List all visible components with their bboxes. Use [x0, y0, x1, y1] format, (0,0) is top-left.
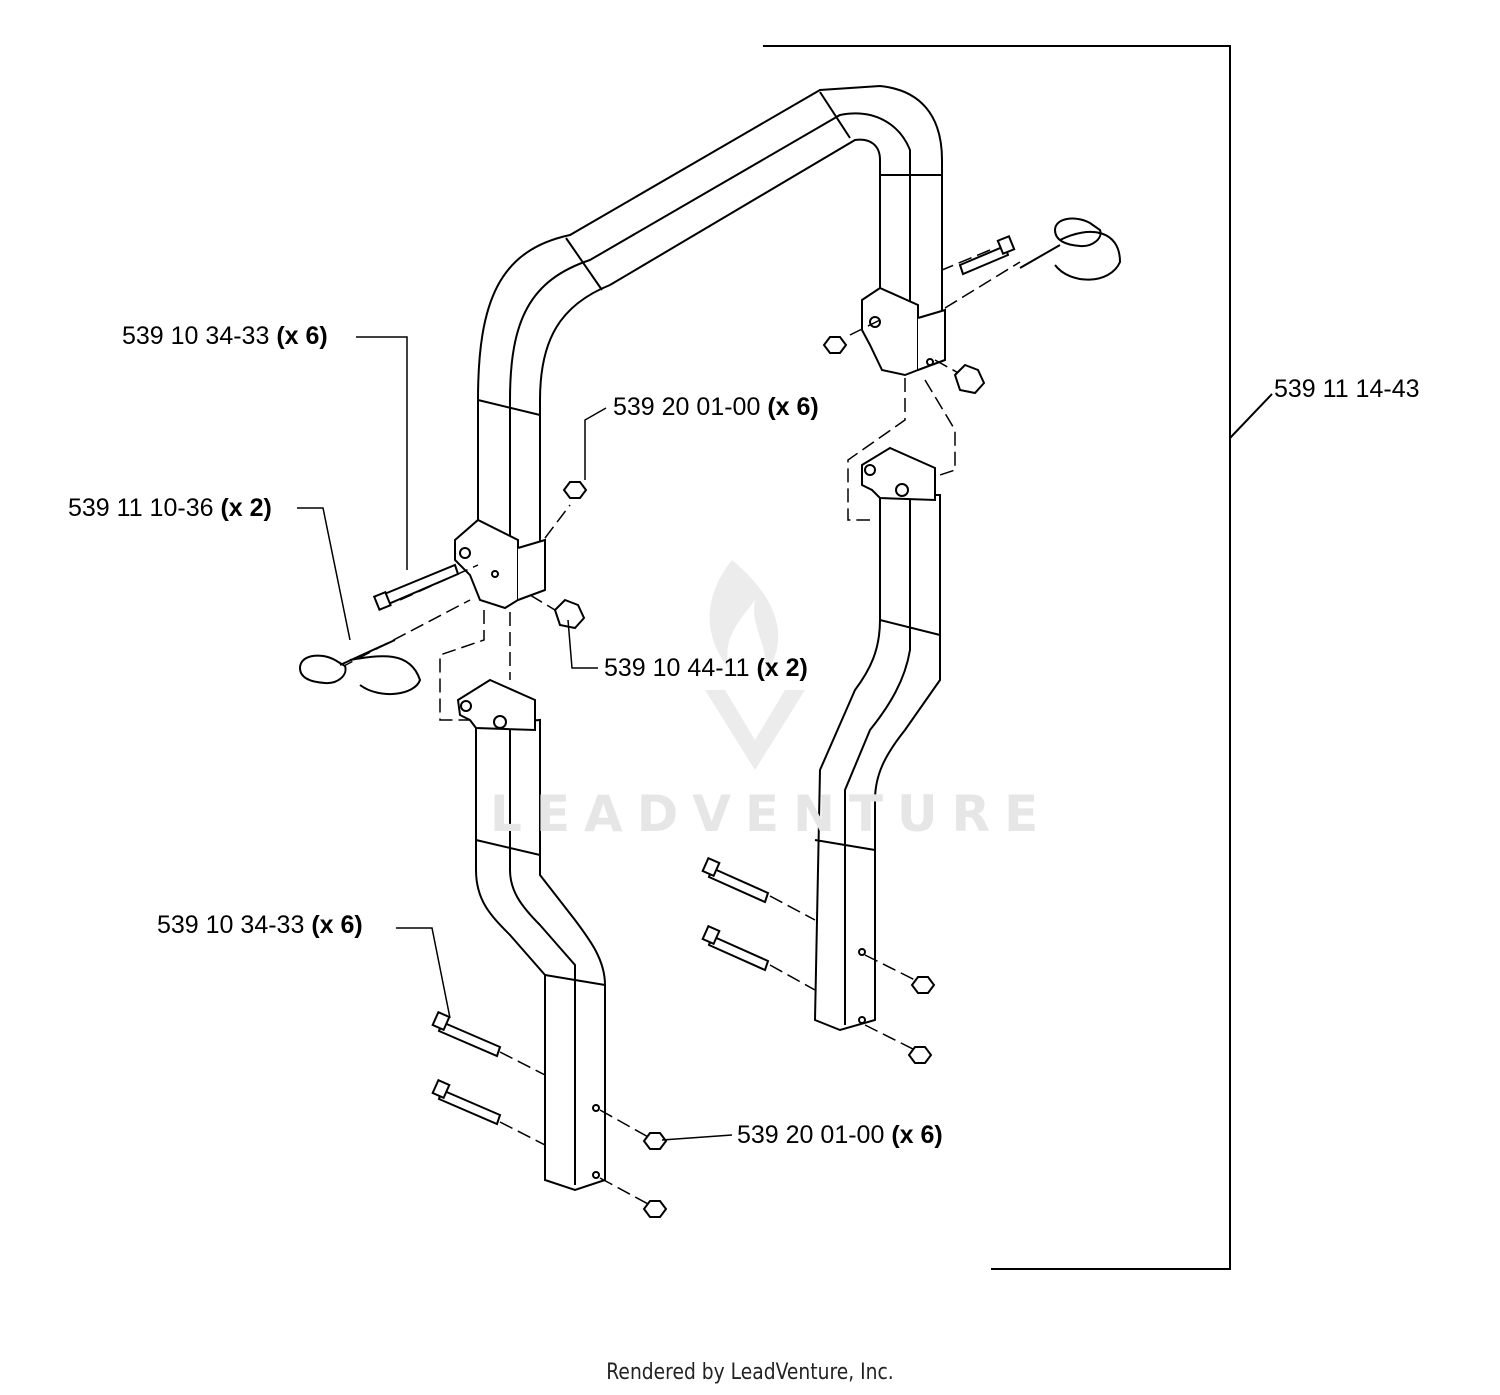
part-qty: (x 2) — [220, 494, 272, 522]
bolts — [372, 234, 1016, 1126]
bolt-head-icon — [431, 1010, 451, 1032]
nut-icon — [562, 481, 588, 499]
part-qty: (x 6) — [767, 393, 819, 421]
watermark-logo-icon — [705, 560, 805, 770]
nut-icon — [642, 1132, 668, 1150]
callout-bolt-lower[interactable]: 539 10 34-33 (x 6) — [157, 913, 363, 938]
nut-icon — [910, 976, 936, 994]
leader-lines — [297, 336, 733, 1141]
bolt-icon — [437, 1020, 502, 1058]
callout-bolt-upper[interactable]: 539 10 34-33 (x 6) — [122, 324, 328, 349]
hitch-pin-right-icon — [1019, 217, 1122, 281]
bolt-head-icon — [701, 924, 721, 946]
knob-icon — [553, 598, 586, 630]
hitch-pins — [298, 217, 1122, 696]
assembly-bracket — [763, 45, 1273, 1270]
nut-icon — [907, 1046, 933, 1064]
part-number: 539 10 34-33 — [157, 911, 305, 939]
bolt-icon — [437, 1088, 502, 1126]
callout-hitch-pin[interactable]: 539 11 10-36 (x 2) — [68, 496, 272, 521]
part-qty: (x 6) — [311, 911, 363, 939]
knob-icon — [953, 363, 986, 395]
part-qty: (x 6) — [276, 322, 328, 350]
right-leg — [813, 446, 941, 1032]
nuts — [562, 336, 936, 1218]
callout-assembly[interactable]: 539 11 14-43 — [1274, 377, 1420, 402]
bolt-icon — [707, 934, 770, 972]
nut-icon — [642, 1200, 668, 1218]
part-qty: (x 2) — [756, 654, 808, 682]
part-number: 539 20 01-00 — [613, 393, 761, 421]
part-qty: (x 6) — [891, 1121, 943, 1149]
part-number: 539 11 10-36 — [68, 494, 214, 522]
nut-icon — [822, 336, 848, 354]
part-number: 539 10 34-33 — [122, 322, 270, 350]
bolt-icon — [958, 244, 1010, 276]
callout-knob[interactable]: 539 10 44-11 (x 2) — [604, 656, 808, 681]
bolt-head-icon — [431, 1078, 451, 1100]
part-number: 539 11 14-43 — [1274, 375, 1420, 403]
watermark: LEADVENTURE — [490, 785, 1053, 843]
upper-roll-bar — [454, 84, 946, 610]
hitch-pin-left-icon — [298, 639, 422, 696]
bolt-head-icon — [701, 856, 721, 878]
bolt-head-icon — [996, 234, 1016, 256]
left-leg — [456, 678, 606, 1192]
part-number: 539 20 01-00 — [737, 1121, 885, 1149]
footer-credit: Rendered by LeadVenture, Inc. — [606, 1360, 894, 1385]
knobs — [553, 363, 986, 630]
callout-nut-lower[interactable]: 539 20 01-00 (x 6) — [737, 1123, 943, 1148]
bolt-head-icon — [372, 590, 392, 611]
bolt-icon — [707, 866, 770, 904]
bolt-icon — [380, 563, 460, 607]
part-number: 539 10 44-11 — [604, 654, 750, 682]
callout-nut-upper[interactable]: 539 20 01-00 (x 6) — [613, 395, 819, 420]
